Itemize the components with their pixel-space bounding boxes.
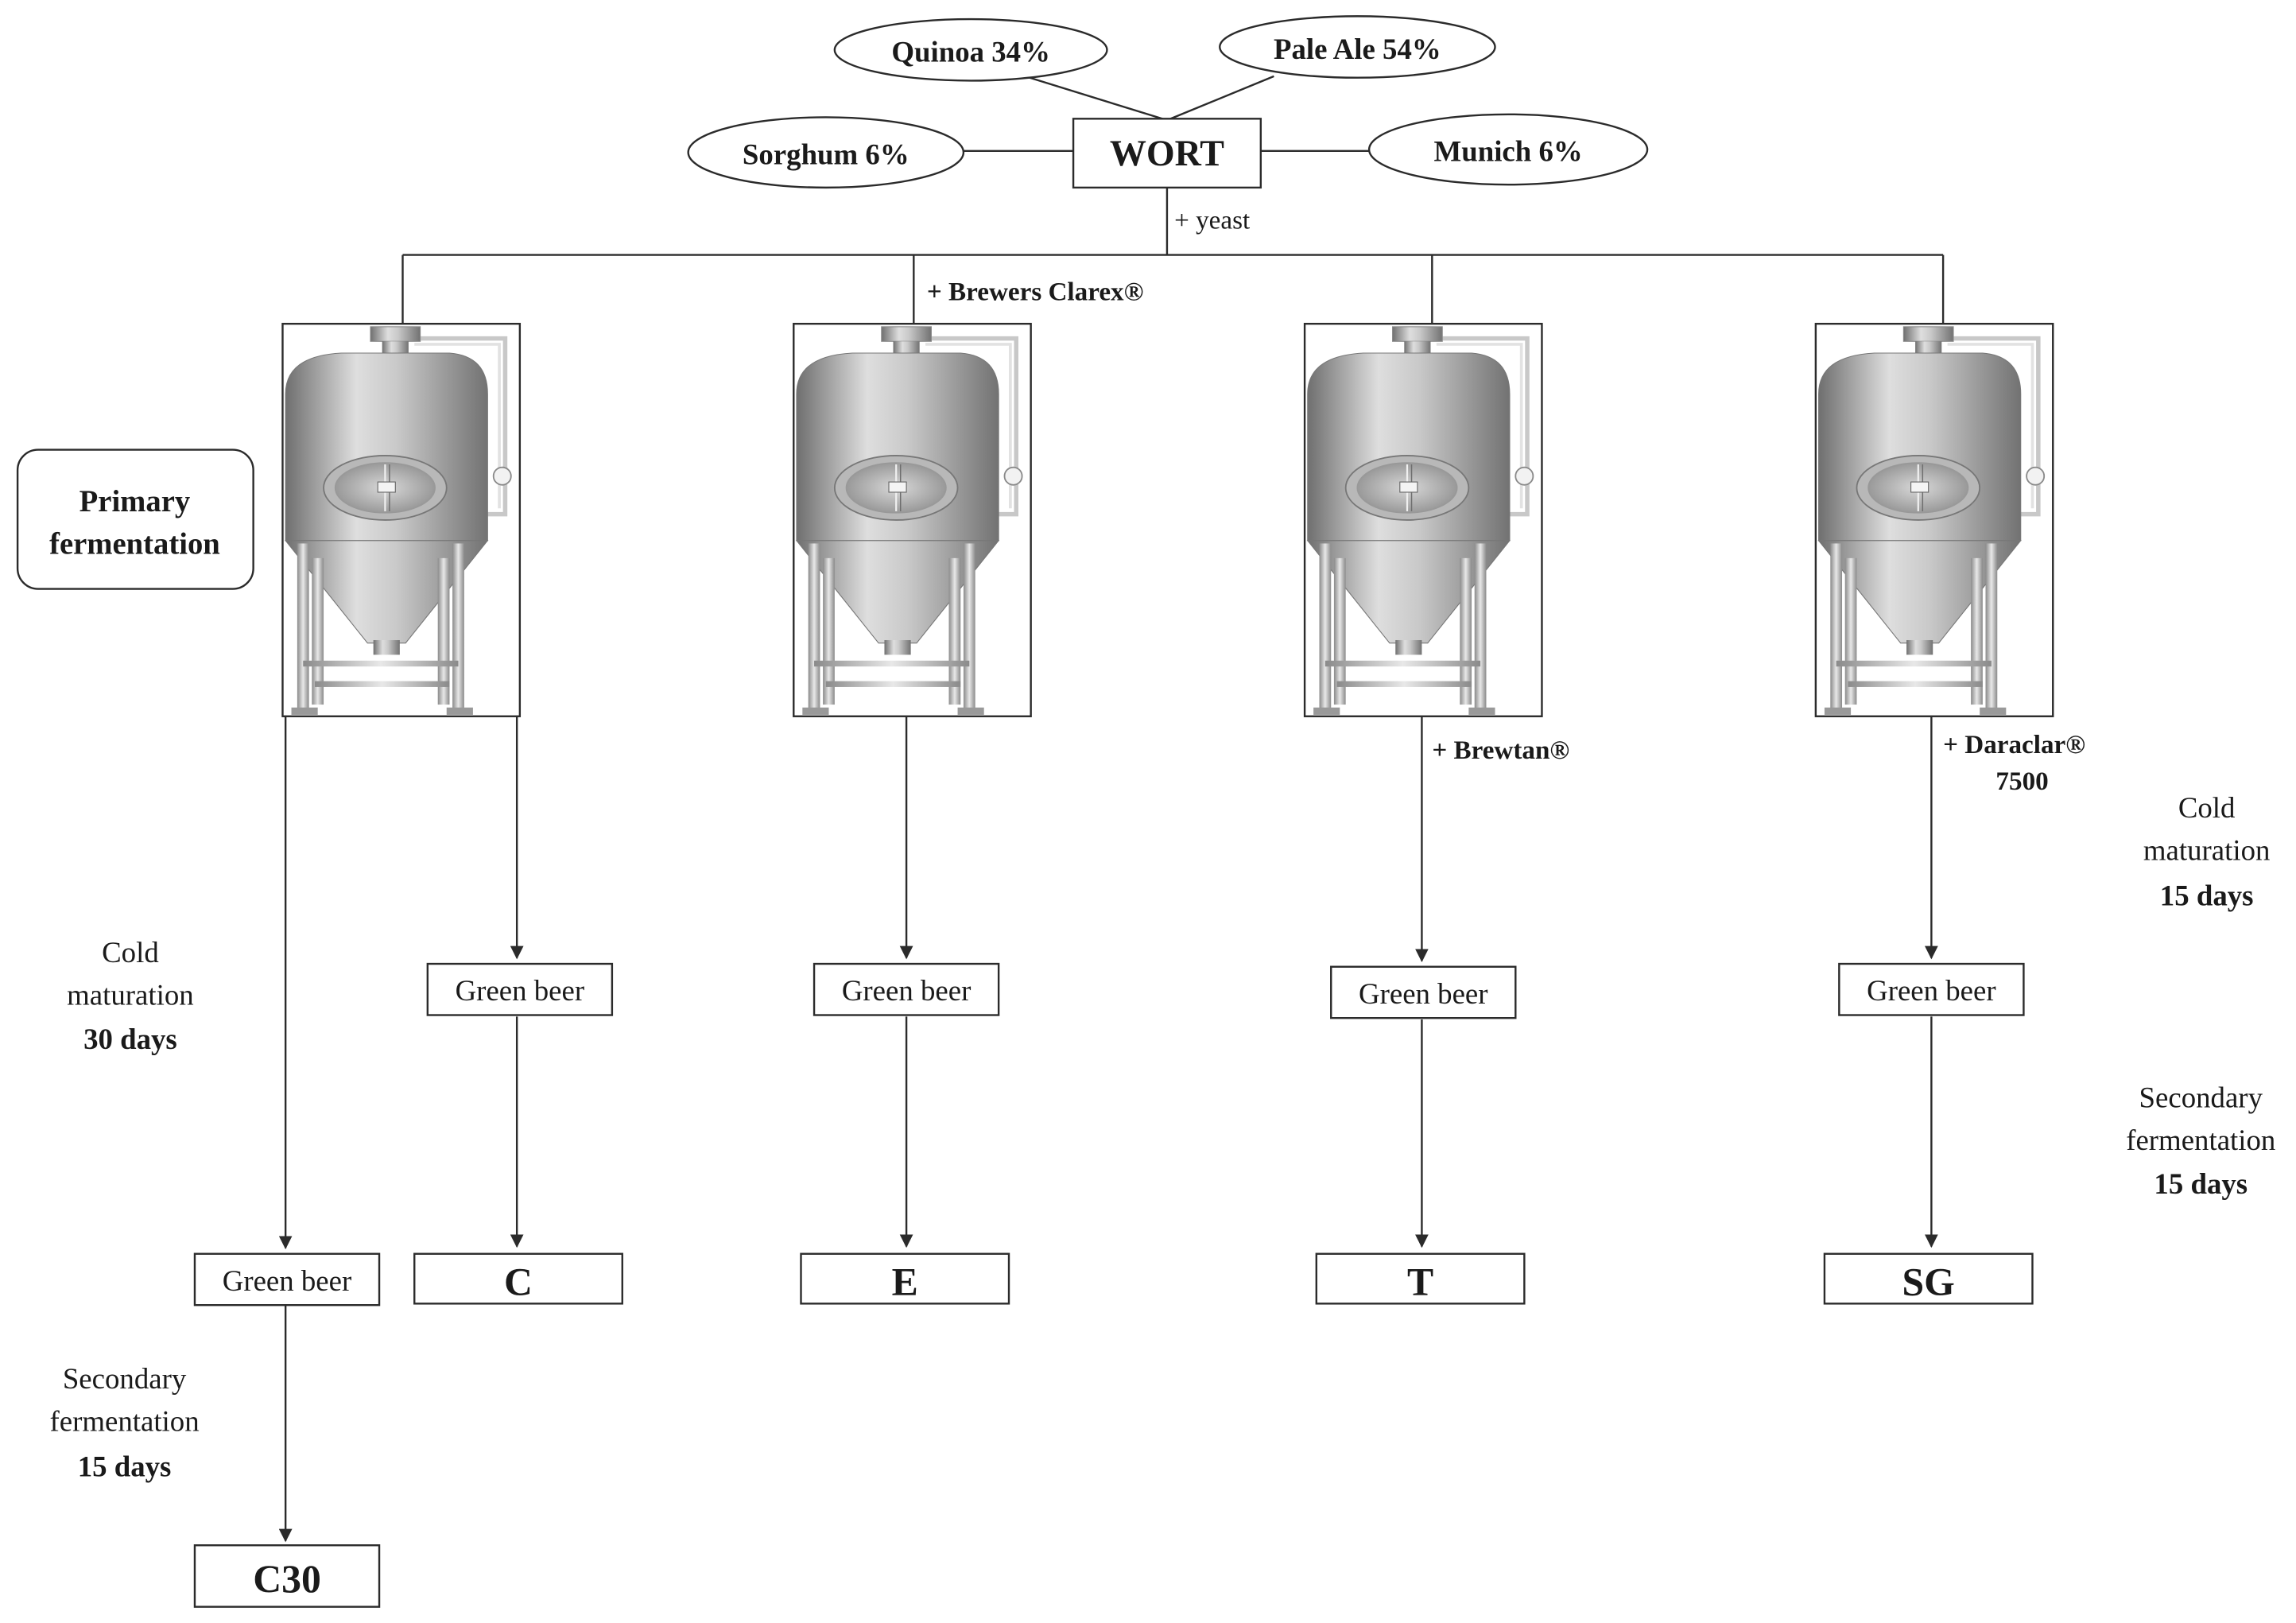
output-box-e: E (800, 1252, 1010, 1305)
ingredient-sorghum-label: Sorghum 6% (743, 138, 909, 170)
green-beer-box-c: Green beer (426, 962, 614, 1016)
cold-maturation-15-line3: 15 days (2160, 879, 2254, 911)
daraclar-label-line2: 7500 (1995, 767, 2048, 796)
green-beer-box-c30: Green beer (193, 1252, 381, 1307)
output-box-c30: C30 (193, 1544, 381, 1608)
green-beer-label: Green beer (842, 974, 972, 1007)
tank-frame-4 (1814, 322, 2054, 717)
ingredient-sorghum: Sorghum 6% (687, 116, 965, 189)
ingredient-quinoa: Quinoa 34% (833, 17, 1108, 82)
output-c-label: C (504, 1260, 533, 1303)
green-beer-label: Green beer (223, 1264, 352, 1297)
ingredient-quinoa-label: Quinoa 34% (891, 35, 1050, 68)
daraclar-label-line1: + Daraclar® (1943, 730, 2085, 759)
green-beer-box-t: Green beer (1330, 965, 1517, 1019)
cold-maturation-30-line2: maturation (67, 979, 194, 1011)
green-beer-box-sg: Green beer (1838, 962, 2025, 1016)
wort-label: WORT (1110, 133, 1224, 173)
ingredient-pale-ale: Pale Ale 54% (1219, 15, 1496, 79)
tank-frame-3 (1303, 322, 1543, 717)
secondary-right-line2: fermentation (2126, 1124, 2275, 1156)
output-box-sg: SG (1823, 1252, 2034, 1305)
yeast-label: + yeast (1174, 205, 1251, 235)
secondary-fermentation-right-annotation: Secondary fermentation 15 days (2126, 1081, 2275, 1201)
ingredient-munich: Munich 6% (1367, 113, 1649, 186)
output-t-label: T (1407, 1260, 1433, 1303)
primary-fermentation-line2: fermentation (49, 527, 220, 561)
green-beer-label: Green beer (1867, 974, 1996, 1007)
output-box-t: T (1315, 1252, 1526, 1305)
connector-pale-ale (1166, 75, 1274, 122)
cold-maturation-30-line1: Cold (102, 936, 159, 969)
green-beer-box-e: Green beer (813, 962, 1000, 1016)
secondary-right-line1: Secondary (2139, 1081, 2263, 1114)
primary-fermentation-box: Primary fermentation (16, 448, 254, 590)
green-beer-label: Green beer (1359, 977, 1488, 1010)
tank-frame-2 (793, 322, 1032, 717)
cold-maturation-30-line3: 30 days (83, 1023, 177, 1055)
tank-frame-1 (281, 322, 522, 717)
green-beer-label: Green beer (456, 974, 585, 1007)
primary-fermentation-line1: Primary (80, 485, 191, 518)
wort-box: WORT (1072, 118, 1262, 189)
output-e-label: E (892, 1260, 918, 1303)
connector-quinoa (1024, 75, 1168, 122)
secondary-left-line1: Secondary (63, 1362, 187, 1395)
cold-maturation-15-line2: maturation (2143, 833, 2271, 866)
output-sg-label: SG (1902, 1260, 1955, 1303)
ingredient-pale-ale-label: Pale Ale 54% (1274, 33, 1441, 65)
cold-maturation-30-annotation: Cold maturation 30 days (67, 936, 194, 1055)
cold-maturation-15-line1: Cold (2178, 791, 2236, 824)
output-c30-label: C30 (253, 1557, 321, 1601)
brewtan-label: + Brewtan® (1432, 736, 1569, 765)
secondary-right-line3: 15 days (2154, 1167, 2248, 1200)
secondary-left-line3: 15 days (78, 1450, 172, 1483)
brewers-clarex-label: + Brewers Clarex® (927, 278, 1144, 307)
cold-maturation-15-annotation: Cold maturation 15 days (2143, 791, 2271, 912)
secondary-fermentation-left-annotation: Secondary fermentation 15 days (49, 1362, 199, 1483)
ingredient-munich-label: Munich 6% (1433, 135, 1582, 168)
output-box-c: C (413, 1252, 623, 1305)
secondary-left-line2: fermentation (49, 1405, 199, 1438)
